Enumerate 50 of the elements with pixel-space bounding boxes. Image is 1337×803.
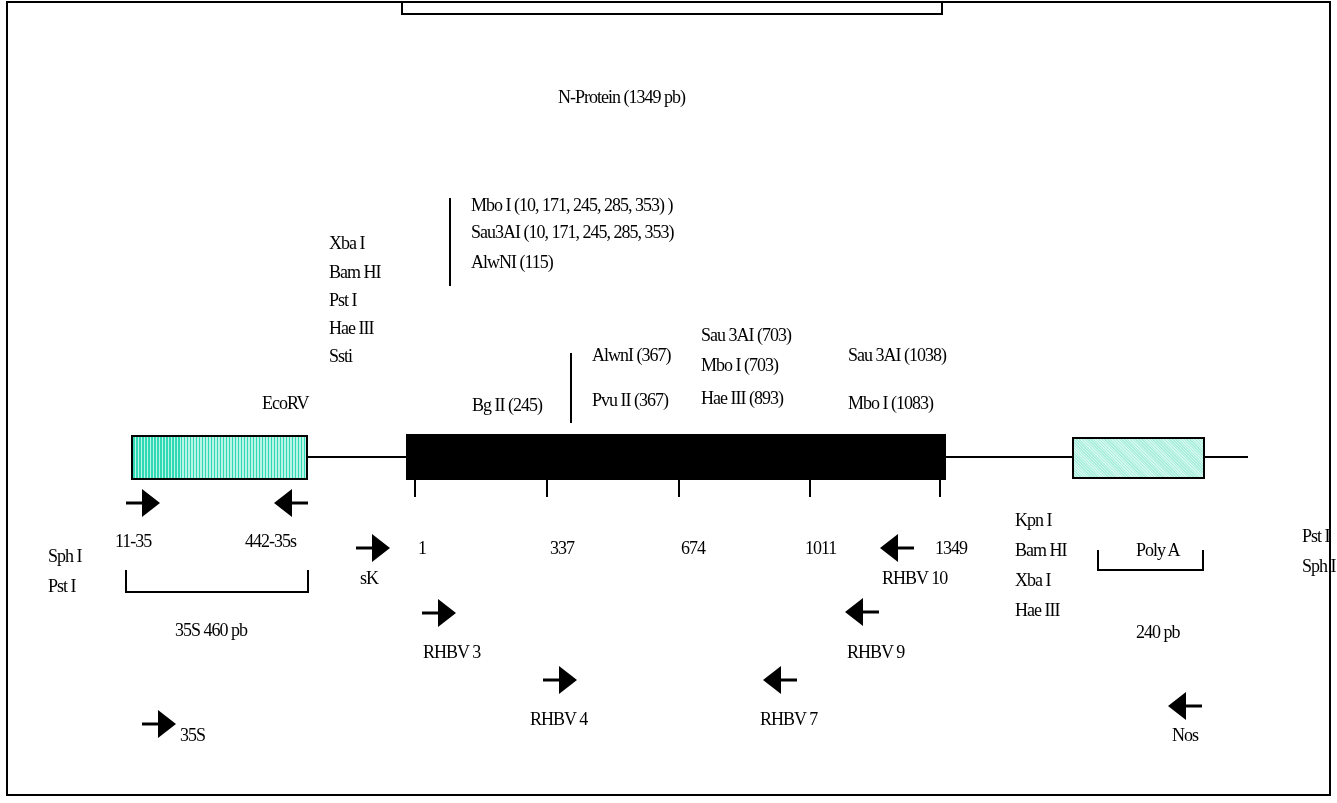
- map-label: RHBV 3: [423, 641, 481, 663]
- map-label: Mbo I (10, 171, 245, 285, 353) ): [471, 194, 673, 216]
- map-label: Sau 3AI (703): [701, 324, 791, 346]
- backbone-line: [1204, 456, 1249, 458]
- map-label: Hae III: [329, 317, 374, 339]
- map-label: 674: [681, 537, 705, 559]
- map-label: Pvu II (367): [592, 389, 668, 411]
- map-label: Mbo I (703): [701, 354, 778, 376]
- map-label: Sph I: [1302, 555, 1336, 577]
- map-label: 35S 460 pb: [175, 619, 247, 641]
- map-label: 35S: [180, 724, 205, 746]
- map-label: RHBV 7: [760, 708, 818, 730]
- map-label: Pst I: [48, 575, 76, 597]
- map-label: Bam HI: [1015, 539, 1067, 561]
- coding-region-bar: [406, 434, 946, 480]
- map-label: Sph I: [48, 545, 82, 567]
- region-caption: Poly A: [1136, 539, 1180, 561]
- map-label: 442-35s: [245, 530, 296, 552]
- map-label: Nos: [1172, 724, 1198, 746]
- map-label: Sau 3AI (1038): [848, 344, 946, 366]
- map-label: Xba I: [329, 232, 365, 254]
- map-label: Hae III: [1015, 599, 1060, 621]
- promoter-block: [131, 435, 308, 480]
- map-label: EcoRV: [262, 392, 309, 414]
- map-label: 337: [550, 537, 574, 559]
- map-label: 240 pb: [1136, 621, 1180, 643]
- map-label: Xba I: [1015, 569, 1051, 591]
- map-label: N-Protein (1349 pb): [558, 86, 685, 108]
- map-label: Ssti: [329, 345, 353, 367]
- map-label: AlwnI (367): [592, 344, 671, 366]
- map-label: RHBV 9: [847, 641, 905, 663]
- map-label: Mbo I (1083): [848, 392, 933, 414]
- backbone-line: [945, 456, 1073, 458]
- map-label: RHBV 10: [882, 567, 948, 589]
- map-label: 1011: [805, 537, 837, 559]
- terminator-block: [1072, 437, 1205, 479]
- map-label: Kpn I: [1015, 509, 1052, 531]
- map-label: 11-35: [115, 530, 152, 552]
- map-label: RHBV 4: [530, 708, 588, 730]
- map-label: Pst I: [329, 289, 357, 311]
- map-label: Hae III (893): [701, 387, 783, 409]
- backbone-line: [307, 456, 407, 458]
- map-label: Pst I: [1302, 525, 1330, 547]
- map-label: 1349: [935, 537, 967, 559]
- map-label: Sau3AI (10, 171, 245, 285, 353): [471, 221, 674, 243]
- map-label: sK: [360, 567, 378, 589]
- map-label: Bam HI: [329, 261, 381, 283]
- map-label: 1: [418, 537, 426, 559]
- map-label: AlwNI (115): [471, 251, 553, 273]
- map-label: Bg II (245): [472, 394, 542, 416]
